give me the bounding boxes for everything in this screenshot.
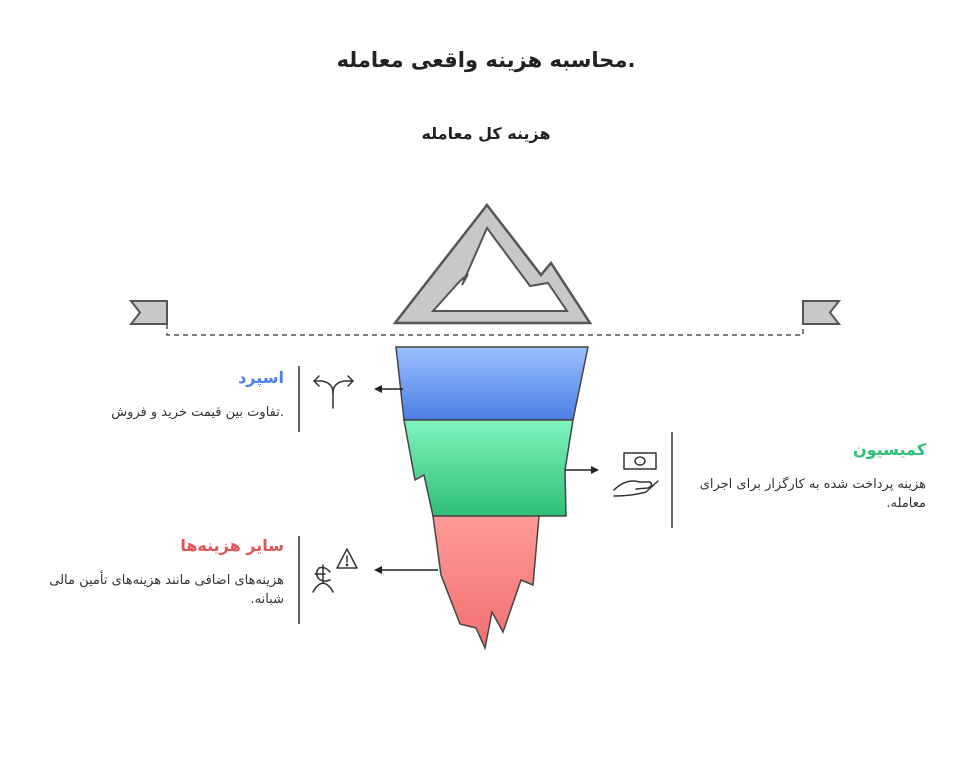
other-costs-description: هزینه‌های اضافی مانند هزینه‌های تأمین ما… [49,573,284,607]
spread-layer [395,346,589,421]
commission-description: هزینه پرداخت شده به کارگزار برای اجرای م… [699,477,926,511]
other-costs-label: سایر هزینه‌ها هزینه‌های اضافی مانند هزین… [44,536,284,609]
water-line [166,324,804,336]
commission-arrow [565,466,599,474]
cost-warning-icon [312,548,358,593]
commission-heading: کمیسیون [852,440,926,459]
diagram-subtitle: هزینه کل معامله [421,124,551,143]
diverging-arrows-icon [313,375,354,409]
money-in-hand-icon [613,452,659,497]
spread-label: اسپرد .تفاوت بین قیمت خرید و فروش [44,368,284,422]
commission-label: کمیسیون هزینه پرداخت شده به کارگزار برای… [686,440,926,513]
spread-heading: اسپرد [238,368,284,387]
commission-layer [403,419,574,517]
other-costs-layer [432,515,540,651]
left-flag-icon [128,300,168,325]
page-title: .محاسبه هزینه واقعی معامله [336,48,636,72]
other-costs-heading: سایر هزینه‌ها [180,536,284,555]
spread-arrow [374,385,403,393]
other-costs-arrow [374,566,438,574]
iceberg-tip [392,202,593,325]
right-flag-icon [802,300,842,325]
spread-description: .تفاوت بین قیمت خرید و فروش [111,405,284,420]
